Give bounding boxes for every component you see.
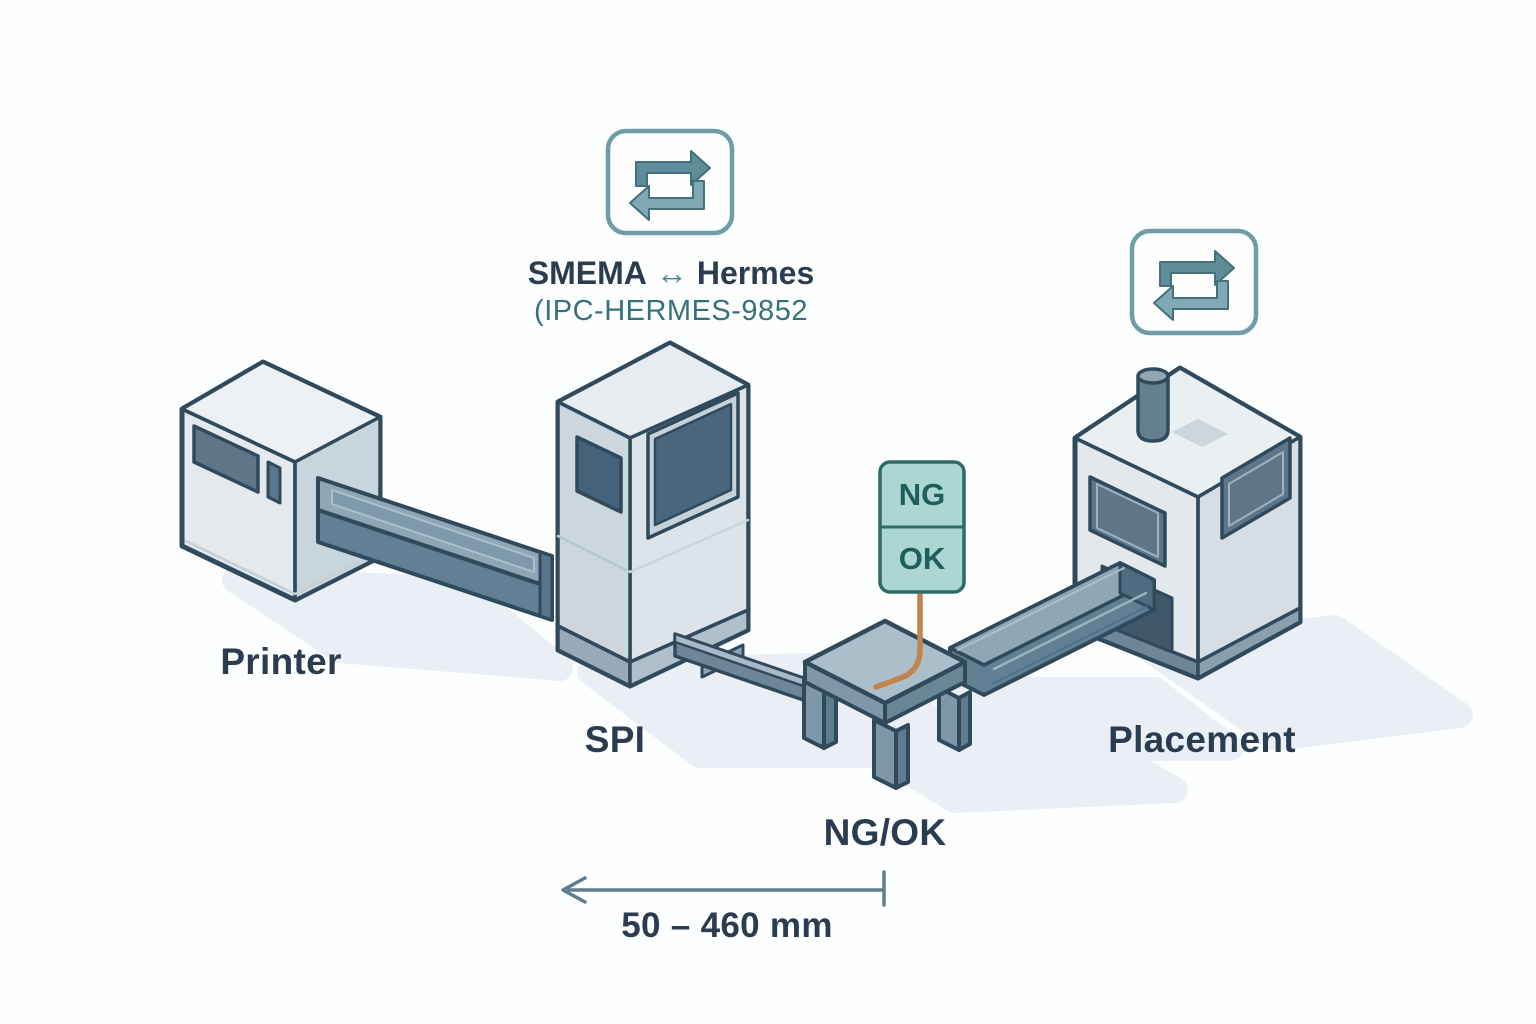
printer-window [192, 424, 260, 494]
printer-label: Printer [220, 641, 342, 682]
swap-arrow-left [629, 180, 705, 221]
protocol-standard-caption: (IPC-HERMES-9852 [534, 295, 808, 327]
spi-machine [555, 340, 751, 689]
protocol-smema: SMEMA [527, 255, 647, 291]
printer-spi-conveyor [316, 476, 554, 622]
spi-label: SPI [584, 719, 646, 760]
spi-side-window [575, 435, 623, 514]
printer-machine [179, 359, 383, 603]
conveyor-track-groove [331, 489, 535, 573]
badge-ng-text: NG [898, 477, 946, 512]
badge-ok-text: OK [898, 541, 946, 576]
ngok-table [802, 618, 972, 790]
swap-arrow-right [635, 150, 711, 187]
table-top [802, 618, 968, 706]
dimension-label: 50 – 460 mm [621, 906, 833, 945]
sync-swap-icon [605, 128, 735, 236]
table-leg [937, 686, 961, 752]
bidirectional-arrow-glyph: ↔ [655, 255, 688, 291]
ngok-badge [878, 460, 966, 594]
printer-panel-strip [266, 460, 282, 505]
ngok-label: NG/OK [823, 812, 947, 853]
placement-label: Placement [1108, 719, 1296, 760]
placement-chimney [1136, 367, 1170, 443]
spi-main-window [653, 402, 733, 527]
signal-wire [873, 589, 923, 690]
dimension-arrow [561, 870, 886, 907]
table-leg [872, 718, 898, 790]
protocol-hermes: Hermes [696, 255, 815, 291]
table-placement-conveyor [948, 561, 1156, 697]
protocol-caption: SMEMA ↔ Hermes [451, 255, 891, 292]
placement-left-window [1088, 475, 1167, 568]
sync-swap-icon [1129, 228, 1259, 336]
placement-right-window [1220, 436, 1292, 540]
arrowhead-left [561, 876, 587, 904]
